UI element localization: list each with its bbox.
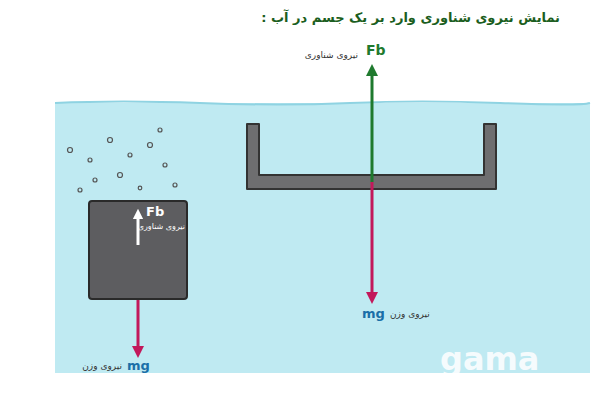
buoyancy-arrow <box>90 202 186 298</box>
force-name: نیروی شناوری <box>305 50 358 61</box>
force-name: نیروی شناوری <box>138 222 185 232</box>
force-name: نیروی وزن <box>82 361 122 372</box>
submerged-block: Fb نیروی شناوری <box>88 200 188 300</box>
weight-arrow <box>371 182 374 298</box>
force-symbol: Fb <box>366 42 386 59</box>
watermark: gama <box>440 340 539 378</box>
force-symbol: Fb <box>146 204 164 220</box>
water <box>55 103 590 373</box>
buoyancy-arrow <box>371 70 374 182</box>
title: نمایش نیروی شناوری وارد بر یک جسم در آب … <box>261 10 560 26</box>
water-surface <box>55 102 590 105</box>
force-name: نیروی وزن <box>390 309 430 320</box>
bubbles <box>68 128 178 192</box>
force-symbol: mg <box>127 358 150 374</box>
force-symbol: mg <box>362 306 385 322</box>
